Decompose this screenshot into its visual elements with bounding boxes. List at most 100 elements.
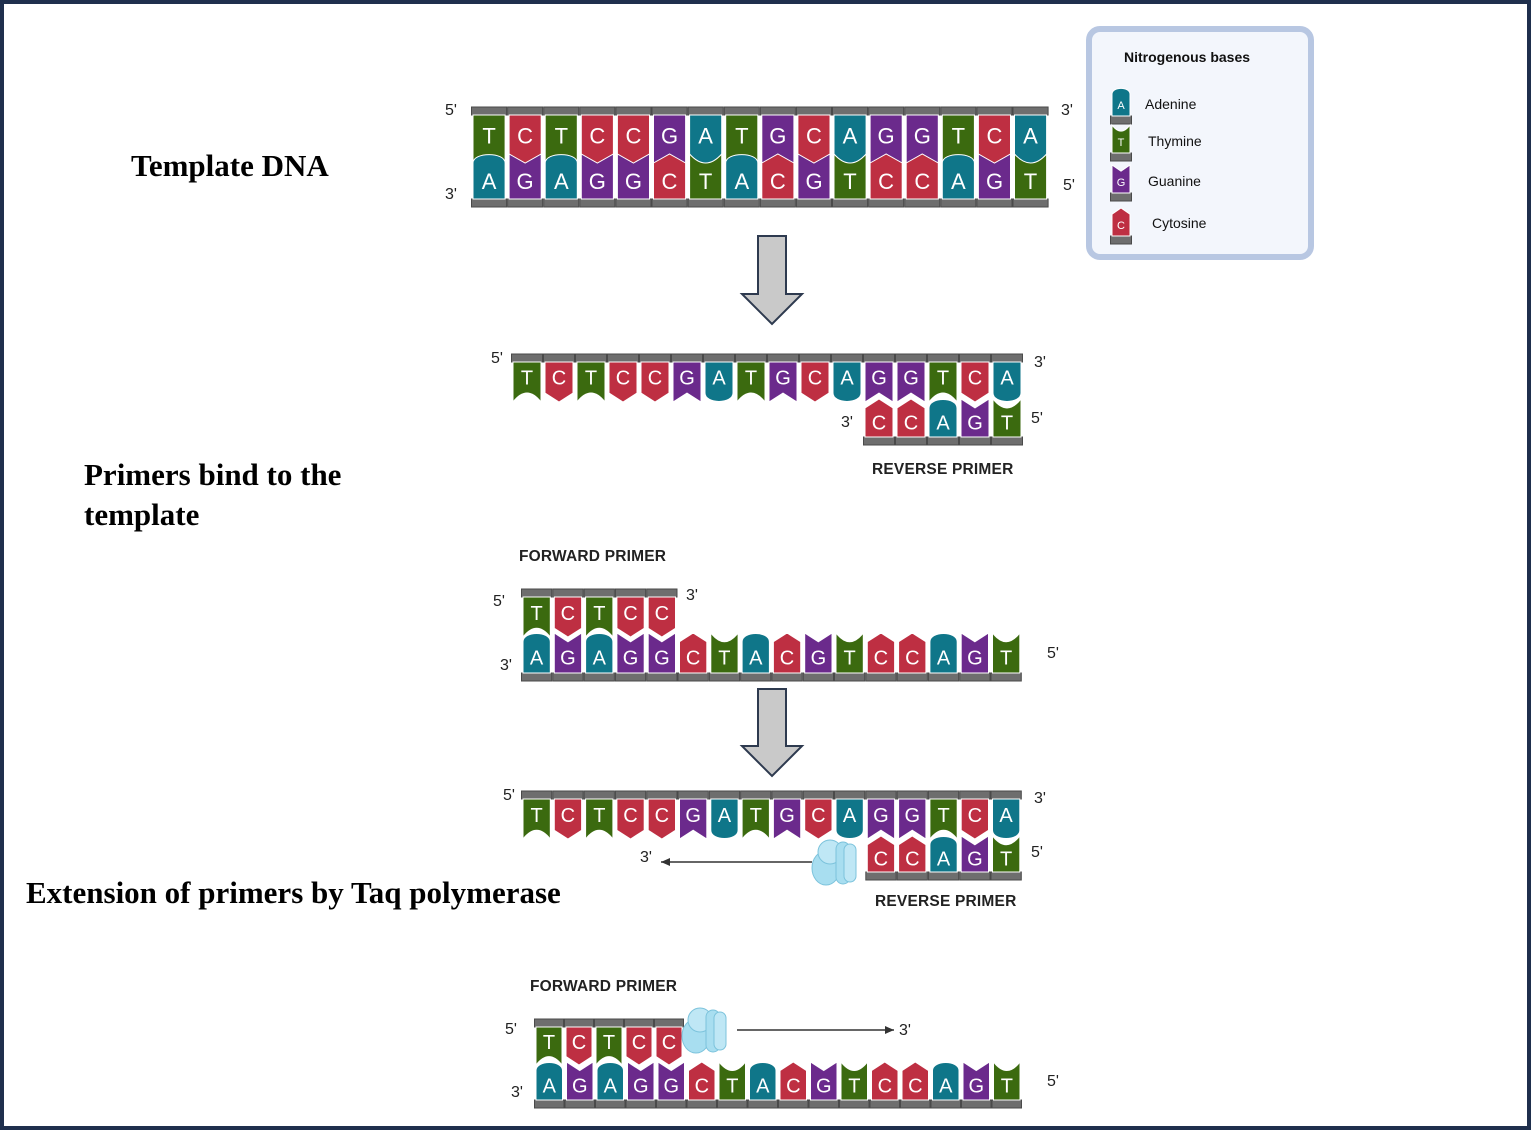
adenine-base <box>544 154 578 200</box>
cytosine-base <box>608 361 638 403</box>
backbone-segment <box>534 1018 564 1028</box>
backbone-segment <box>863 436 895 446</box>
backbone-segment <box>624 1018 654 1028</box>
guanine-base <box>616 632 645 674</box>
template-top-strand-letters: TCTCCGATGCAGGTCA <box>521 368 1014 390</box>
forward-primer-letters: TCTCC <box>530 603 669 625</box>
adenine-base <box>1111 87 1131 117</box>
reverse-primer-label: REVERSE PRIMER <box>875 893 1017 910</box>
cytosine-base <box>960 361 990 403</box>
adenine-base <box>992 361 1022 402</box>
backbone-segment <box>614 672 647 682</box>
backbone-segment <box>832 198 869 208</box>
prime-label: 5' <box>1031 844 1043 861</box>
backbone-segment <box>543 198 580 208</box>
cytosine-base <box>800 361 830 403</box>
backbone-segment <box>677 790 709 800</box>
backbone-segment <box>579 106 616 116</box>
backbone-segment <box>583 672 615 682</box>
template-top-strand-letters: TCTCCGATGCAGGTCA <box>482 123 1038 148</box>
backbone-segment <box>795 198 833 208</box>
prime-label: 3' <box>686 587 698 604</box>
backbone-segment <box>904 198 941 208</box>
guanine-base <box>810 1061 838 1101</box>
backbone-segment <box>930 1099 961 1109</box>
backbone-segment <box>959 436 991 446</box>
guanine-base <box>627 1061 655 1101</box>
backbone-segment <box>759 198 796 208</box>
backbone-segment <box>1012 106 1049 116</box>
backbone-segment <box>863 353 895 363</box>
backbone-segment <box>552 790 584 800</box>
backbone-segment <box>686 1099 717 1109</box>
backbone-segment <box>959 790 991 800</box>
backbone-segment <box>802 672 835 682</box>
guanine-base <box>960 398 990 438</box>
prime-label: 3' <box>1034 354 1046 371</box>
adenine-base <box>749 1062 777 1101</box>
backbone-segment <box>543 353 575 363</box>
guanine-base <box>960 632 989 674</box>
thymine-base <box>992 631 1021 674</box>
legend-item-cytosine: Cytosine <box>1152 215 1207 231</box>
guanine-base <box>672 361 702 403</box>
prime-label: 5' <box>1063 177 1075 194</box>
legend-guanine-icon-letter: G <box>1117 177 1126 189</box>
backbone-segment <box>646 672 678 682</box>
backbone-segment <box>868 198 905 208</box>
cytosine-base <box>864 398 894 438</box>
prime-label: 5' <box>491 350 503 367</box>
backbone-segment <box>656 1099 687 1109</box>
cytosine-base <box>679 632 708 674</box>
prime-label: 3' <box>1034 790 1046 807</box>
backbone-segment <box>927 790 960 800</box>
backbone-segment <box>583 588 615 598</box>
cytosine-base <box>898 632 927 674</box>
thymine-base <box>512 361 542 404</box>
prime-label: 5' <box>445 102 457 119</box>
thymine-base <box>835 631 864 674</box>
thymine-base <box>992 834 1021 873</box>
backbone-segment <box>651 106 688 116</box>
reverse-primer-letters: CCAGT <box>872 413 1013 435</box>
guanine-base <box>616 153 650 200</box>
prime-label: 3' <box>511 1084 523 1101</box>
backbone-segment <box>703 353 735 363</box>
backbone-segment <box>583 790 615 800</box>
cytosine-base <box>616 798 645 840</box>
prime-label: 3' <box>445 186 457 203</box>
thymine-base <box>710 631 739 674</box>
guanine-base <box>866 798 896 840</box>
backbone-segment <box>868 106 905 116</box>
backbone-segment <box>717 1099 748 1109</box>
backbone-segment <box>991 436 1023 446</box>
backbone-segment <box>839 1099 870 1109</box>
template-bottom-strand-letters: AGAGGCTACGTCCAGT <box>530 648 1012 670</box>
backbone-segment <box>778 1099 809 1109</box>
guanine-base <box>768 361 798 403</box>
thymine-base <box>718 1060 746 1101</box>
backbone-segment <box>976 198 1013 208</box>
heading-template-dna: Template DNA <box>131 148 329 183</box>
adenine-base <box>725 154 759 200</box>
backbone-segment <box>1110 192 1132 202</box>
backbone-segment <box>615 106 652 116</box>
thymine-base <box>585 798 614 841</box>
backbone-segment <box>614 790 647 800</box>
guanine-base <box>508 153 542 200</box>
thymine-base <box>833 152 867 200</box>
adenine-base <box>928 399 958 438</box>
adenine-base <box>710 798 739 839</box>
backbone-segment <box>708 790 741 800</box>
adenine-base <box>932 1062 960 1101</box>
thymine-base <box>689 152 723 200</box>
thymine-base <box>585 596 614 639</box>
backbone-segment <box>595 1099 626 1109</box>
guanine-base <box>898 798 927 840</box>
polymerase-lobe <box>843 843 857 883</box>
thymine-base <box>929 798 958 841</box>
guanine-base <box>804 632 833 674</box>
backbone-segment <box>940 106 977 116</box>
heading-extension: Extension of primers by Taq polymerase <box>26 875 561 910</box>
